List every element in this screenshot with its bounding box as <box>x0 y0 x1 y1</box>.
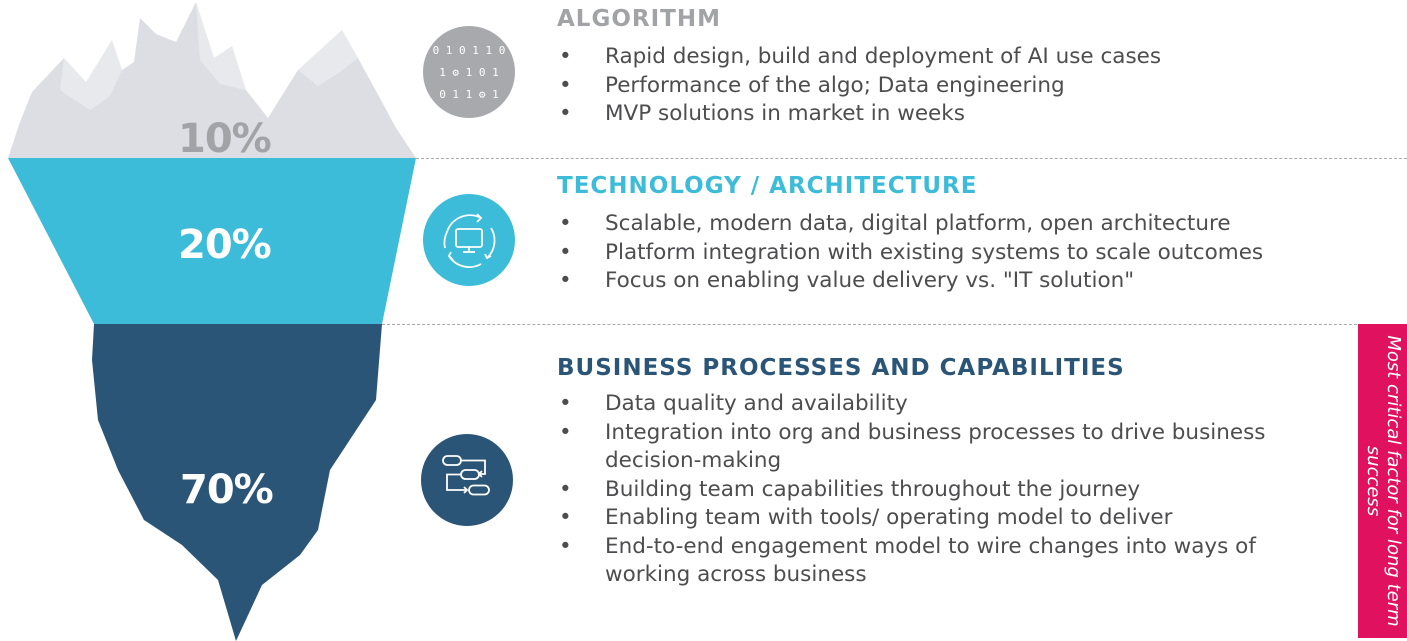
list-item: Enabling team with tools/ operating mode… <box>557 504 1317 533</box>
list-item: Focus on enabling value delivery vs. "IT… <box>557 267 1263 296</box>
percent-label-10: 10% <box>178 116 272 162</box>
iceberg-tip-shade-2 <box>196 2 246 90</box>
critical-factor-text: Most critical factor for long term succe… <box>1362 335 1404 627</box>
bullet-list-business: Data quality and availability Integratio… <box>557 390 1317 590</box>
binary-row-3: 0 1 1 ⚙ 1 <box>439 88 499 101</box>
list-item: Scalable, modern data, digital platform,… <box>557 210 1263 239</box>
list-item: Performance of the algo; Data engineerin… <box>557 72 1161 101</box>
binary-gear-icon: 0 1 0 1 1 0 1 ⚙ 1 0 1 0 1 1 ⚙ 1 <box>423 26 515 118</box>
list-item: Building team capabilities throughout th… <box>557 476 1317 505</box>
iceberg-middle <box>8 158 416 324</box>
section-business: BUSINESS PROCESSES AND CAPABILITIES Data… <box>557 355 1317 590</box>
bullet-list-algorithm: Rapid design, build and deployment of AI… <box>557 43 1161 129</box>
iceberg-tip <box>8 2 416 158</box>
monitor-cycle-icon <box>423 194 515 286</box>
section-algorithm: ALGORITHM Rapid design, build and deploy… <box>557 6 1161 129</box>
iceberg-graphic <box>8 2 416 641</box>
list-item: Platform integration with existing syste… <box>557 239 1263 268</box>
list-item: Data quality and availability <box>557 390 1317 419</box>
list-item: MVP solutions in market in weeks <box>557 100 1161 129</box>
section-technology: TECHNOLOGY / ARCHITECTURE Scalable, mode… <box>557 173 1263 296</box>
iceberg-tip-shade <box>60 40 122 110</box>
binary-row-1: 0 1 0 1 1 0 <box>433 44 506 57</box>
divider-2 <box>382 324 1407 325</box>
binary-row-2: 1 ⚙ 1 0 1 <box>439 66 499 79</box>
critical-factor-callout: Most critical factor for long term succe… <box>1358 324 1407 638</box>
process-flow-icon <box>421 434 513 526</box>
section-heading-algorithm: ALGORITHM <box>557 6 721 32</box>
list-item: Rapid design, build and deployment of AI… <box>557 43 1161 72</box>
percent-label-70: 70% <box>180 467 274 513</box>
section-heading-technology: TECHNOLOGY / ARCHITECTURE <box>557 173 978 199</box>
list-item: End-to-end engagement model to wire chan… <box>557 533 1317 590</box>
section-heading-business: BUSINESS PROCESSES AND CAPABILITIES <box>557 355 1125 381</box>
divider-1 <box>416 158 1407 159</box>
list-item: Integration into org and business proces… <box>557 419 1317 476</box>
iceberg-bottom <box>92 324 382 641</box>
iceberg-tip-shade-3 <box>298 30 358 86</box>
percent-label-20: 20% <box>178 222 272 268</box>
bullet-list-technology: Scalable, modern data, digital platform,… <box>557 210 1263 296</box>
